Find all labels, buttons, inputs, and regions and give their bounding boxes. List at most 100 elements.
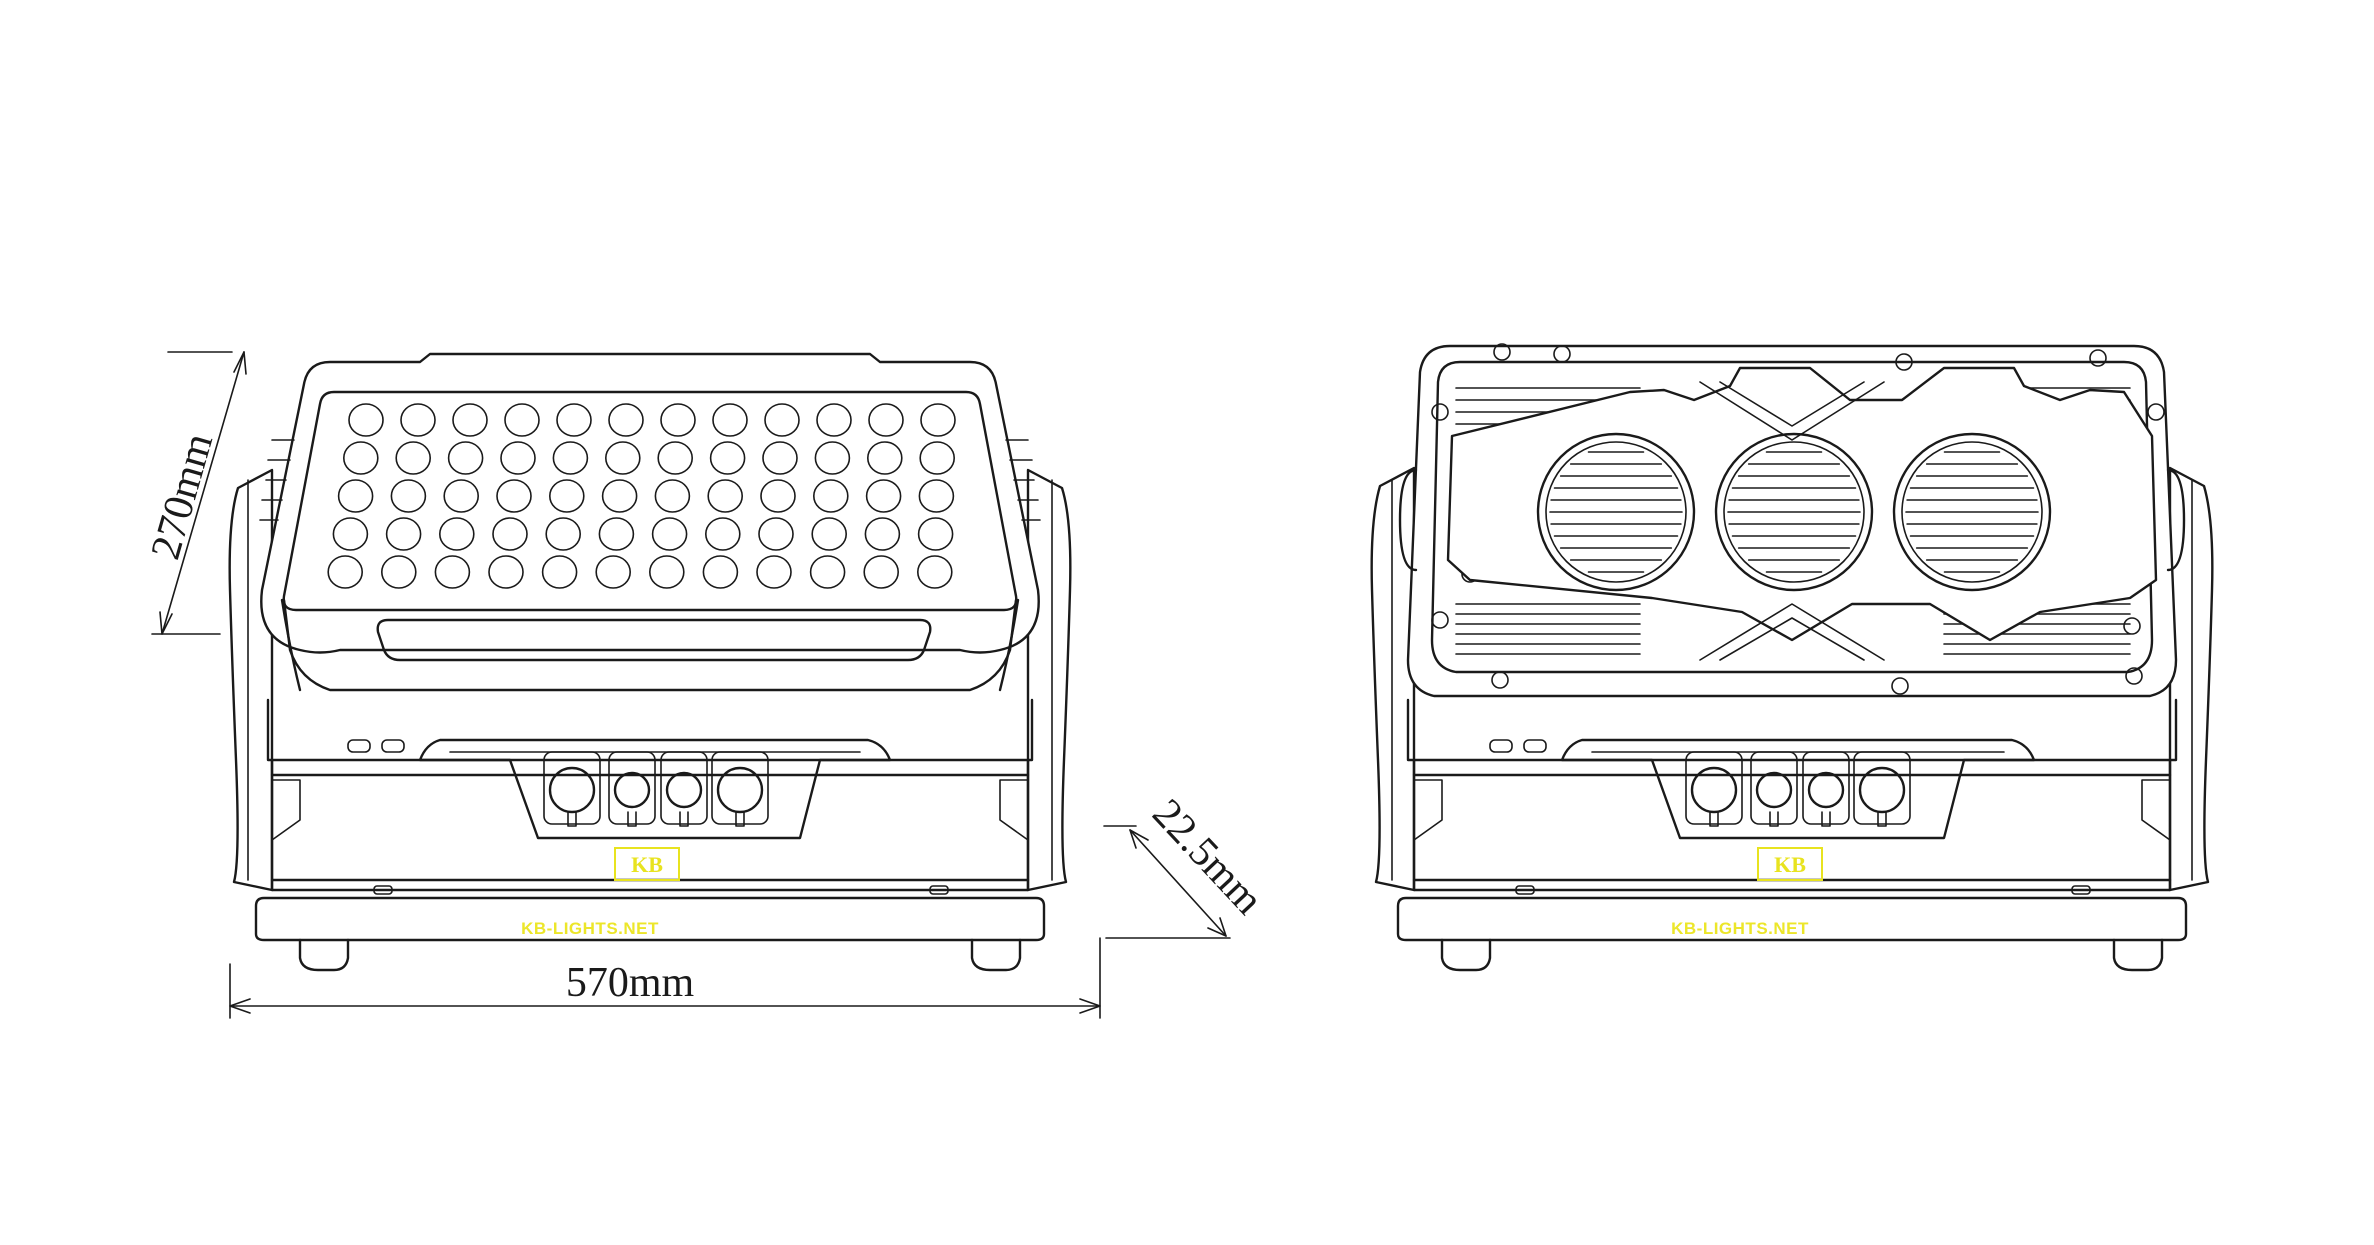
front-view: KB KB-LIGHTS.NET: [228, 352, 1072, 972]
led-lens: [337, 479, 374, 513]
fan-ring: [1536, 432, 1696, 592]
led-lens: [496, 479, 532, 513]
led-lens: [385, 517, 422, 551]
led-lens: [712, 403, 748, 437]
connector-latch: [735, 811, 745, 827]
led-lens: [863, 555, 900, 589]
connector-housing: [1685, 751, 1743, 825]
rear-logo-text: KB: [1774, 852, 1806, 877]
led-lens: [756, 555, 792, 589]
cooling-fans: [1536, 432, 2052, 592]
dim-width-label: 570mm: [566, 960, 695, 1006]
rear-view: KB KB-LIGHTS.NET: [1370, 343, 2214, 972]
connector-socket: [1807, 771, 1845, 809]
led-lens: [814, 441, 851, 475]
button-b: [381, 739, 405, 753]
led-lens: [918, 479, 955, 513]
rear-base-plate: [1396, 896, 2188, 942]
dim-height-label: 270mm: [143, 428, 223, 564]
rear-connector-panel: [1560, 738, 2036, 840]
led-lens: [604, 441, 641, 475]
led-lens: [601, 479, 638, 513]
dim-line-depth: [1103, 825, 1231, 939]
connector-latch: [627, 811, 637, 827]
led-lens: [660, 403, 696, 437]
connector-latch: [1769, 811, 1779, 827]
led-lens: [400, 403, 436, 437]
fan-inner-ring: [1901, 441, 2043, 583]
led-lens: [434, 555, 471, 589]
led-lens: [816, 403, 852, 437]
led-lens: [395, 441, 432, 475]
led-lens: [764, 403, 800, 437]
screw-hole: [2089, 349, 2107, 367]
fan-inner-ring: [1545, 441, 1687, 583]
dim-line-width: [229, 937, 1101, 1019]
connectors: [543, 751, 769, 827]
led-lens: [704, 517, 741, 551]
led-lens: [380, 555, 417, 589]
connector-socket: [665, 771, 703, 809]
led-lens: [917, 517, 954, 551]
led-lens: [760, 479, 796, 513]
screw-hole: [2147, 403, 2165, 421]
led-lens: [447, 441, 484, 475]
screw-hole: [2125, 667, 2143, 685]
connector-housing: [1802, 751, 1850, 825]
connector-socket: [548, 766, 596, 814]
foot-right: [970, 938, 1022, 972]
connector-housing: [543, 751, 601, 825]
button-a: [347, 739, 371, 753]
connector-housing: [1750, 751, 1798, 825]
led-lens: [916, 555, 953, 589]
led-lens: [327, 555, 364, 589]
led-lens: [342, 441, 379, 475]
dim-line-height: [151, 351, 245, 635]
connector-socket: [1755, 771, 1793, 809]
led-array: [327, 403, 956, 589]
led-lens: [811, 517, 848, 551]
connector-latch: [679, 811, 689, 827]
led-lens: [812, 479, 849, 513]
rear-yoke-left: [1370, 466, 1416, 892]
connector-latch: [1821, 811, 1831, 827]
connector-socket: [1690, 766, 1738, 814]
led-lens: [868, 403, 904, 437]
rear-website-text: KB-LIGHTS.NET: [1671, 919, 1809, 938]
website-text: KB-LIGHTS.NET: [521, 919, 659, 938]
connector-socket: [716, 766, 764, 814]
connector-housing: [660, 751, 708, 825]
connector-latch: [567, 811, 577, 827]
led-lens: [920, 403, 956, 437]
connector-panel: [418, 738, 892, 840]
led-lens: [707, 479, 744, 513]
led-lens: [500, 441, 536, 475]
led-lens: [595, 555, 632, 589]
led-lens: [452, 403, 488, 437]
led-lens: [657, 441, 694, 475]
led-lens: [556, 403, 592, 437]
led-lens: [864, 517, 901, 551]
yoke-right: [1026, 468, 1072, 892]
led-lens: [865, 479, 902, 513]
connector-housing: [711, 751, 769, 825]
led-lens: [443, 479, 480, 513]
screw-hole: [1895, 353, 1913, 371]
connector-housing: [1853, 751, 1911, 825]
led-lens: [919, 441, 956, 475]
logo-text: KB: [631, 852, 663, 877]
rear-logo: KB: [1757, 847, 1823, 881]
front-handle: [376, 618, 932, 662]
frame-screws: [1431, 343, 2165, 695]
led-lens: [809, 555, 846, 589]
led-lens: [541, 555, 578, 589]
led-lens: [866, 441, 903, 475]
connector-socket: [613, 771, 651, 809]
led-lens: [758, 517, 794, 551]
led-lens: [654, 479, 691, 513]
led-lens: [702, 555, 739, 589]
led-lens: [492, 517, 528, 551]
base-plate: [254, 896, 1046, 942]
